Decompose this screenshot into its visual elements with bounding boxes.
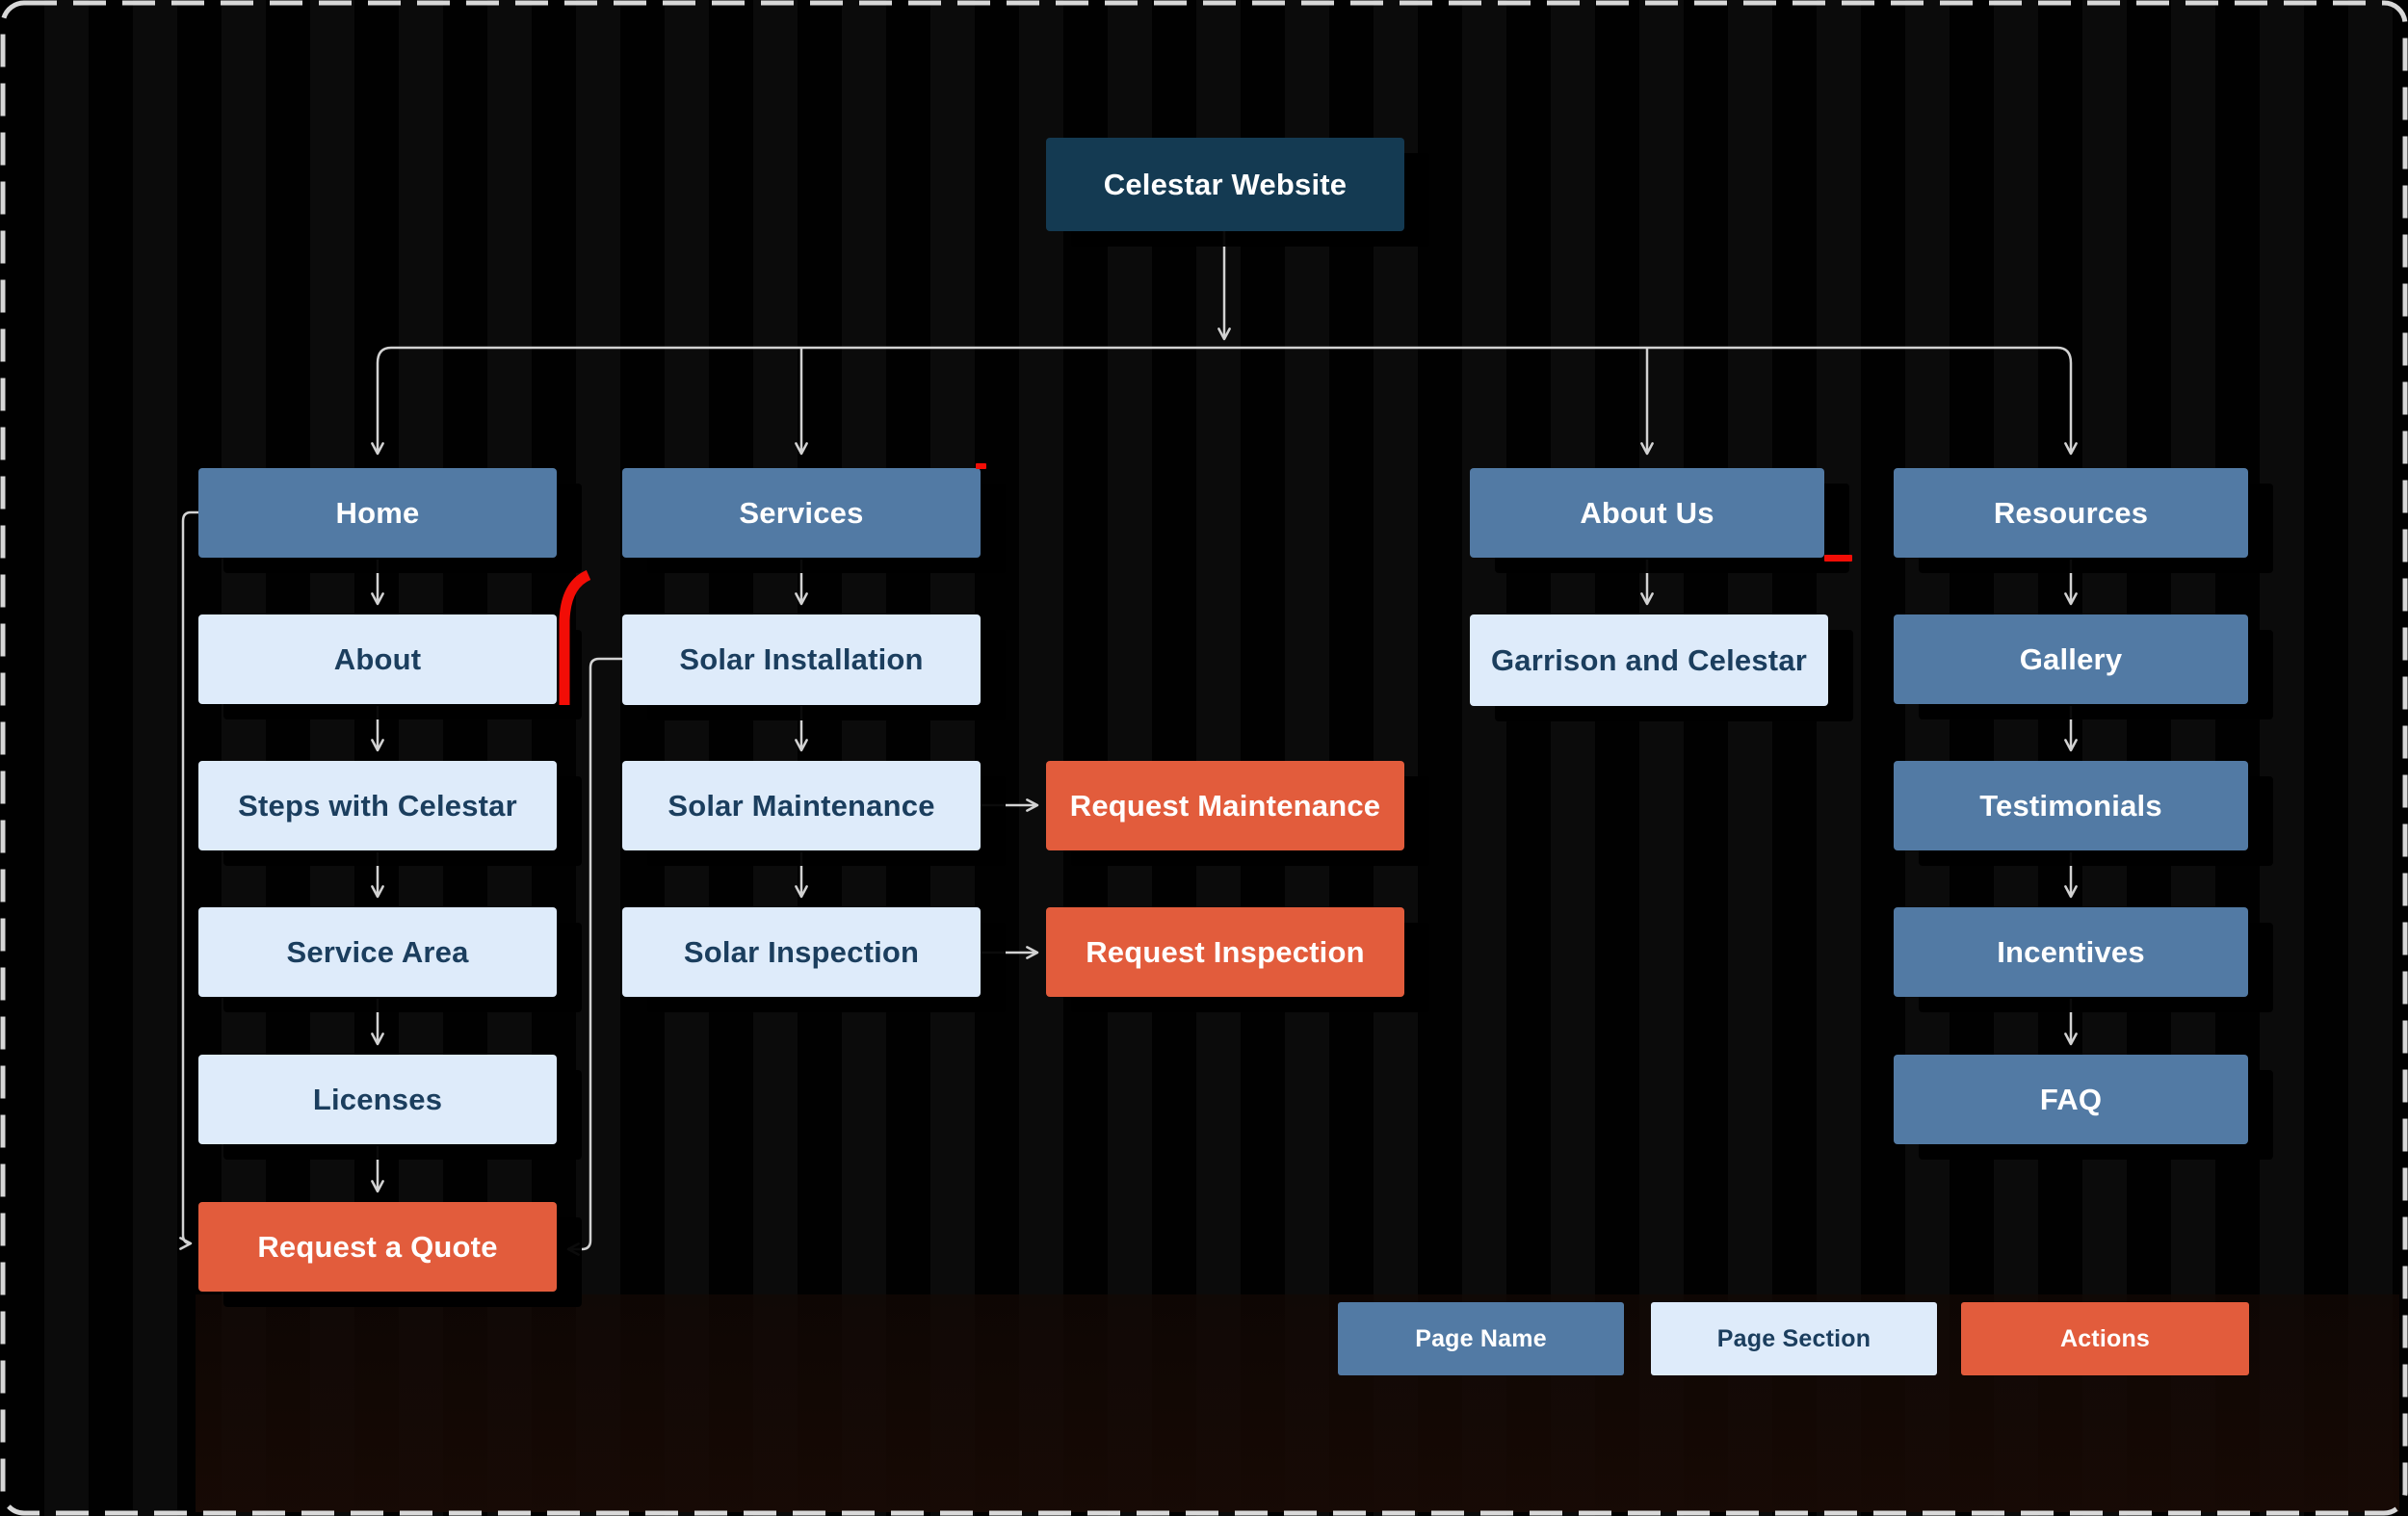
edge-solarinstallation-requestquote-loop: [566, 657, 622, 1256]
node-home[interactable]: Home: [198, 468, 557, 558]
legend-page-name[interactable]: Page Name: [1338, 1302, 1624, 1375]
legend-actions[interactable]: Actions: [1961, 1302, 2249, 1375]
node-gallery[interactable]: Gallery: [1894, 614, 2248, 704]
node-label: Resources: [1993, 495, 2149, 530]
node-label: Solar Maintenance: [667, 788, 935, 823]
node-label: Request Maintenance: [1069, 788, 1381, 823]
node-label: About Us: [1580, 495, 1714, 530]
node-label: FAQ: [2039, 1082, 2103, 1116]
node-label: Service Area: [286, 934, 469, 969]
node-garrison-and-celestar[interactable]: Garrison and Celestar: [1470, 614, 1828, 706]
node-label: Licenses: [312, 1082, 443, 1116]
edge-root-bar: [376, 346, 2073, 364]
node-label: Incentives: [1997, 934, 2145, 969]
legend-label: Page Section: [1716, 1324, 1871, 1352]
node-label: Celestar Website: [1103, 167, 1348, 201]
node-label: Steps with Celestar: [238, 788, 517, 823]
node-label: Gallery: [2019, 641, 2123, 676]
node-about-us[interactable]: About Us: [1470, 468, 1824, 558]
legend-page-section[interactable]: Page Section: [1651, 1302, 1937, 1375]
node-service-area[interactable]: Service Area: [198, 907, 557, 997]
node-request-a-quote[interactable]: Request a Quote: [198, 1202, 557, 1292]
node-incentives[interactable]: Incentives: [1894, 907, 2248, 997]
node-solar-inspection[interactable]: Solar Inspection: [622, 907, 981, 997]
node-celestar-website[interactable]: Celestar Website: [1046, 138, 1404, 231]
edge-home-requestquote-loop: [179, 510, 198, 1250]
node-solar-maintenance[interactable]: Solar Maintenance: [622, 761, 981, 850]
node-label: Garrison and Celestar: [1490, 642, 1808, 677]
node-licenses[interactable]: Licenses: [198, 1055, 557, 1144]
node-label: Solar Installation: [679, 642, 924, 676]
node-faq[interactable]: FAQ: [1894, 1055, 2248, 1144]
node-label: Home: [335, 495, 420, 530]
node-label: Request Inspection: [1086, 934, 1365, 969]
legend-label: Page Name: [1415, 1324, 1547, 1352]
node-testimonials[interactable]: Testimonials: [1894, 761, 2248, 850]
node-label: About: [333, 641, 422, 676]
node-request-inspection[interactable]: Request Inspection: [1046, 907, 1404, 997]
node-solar-installation[interactable]: Solar Installation: [622, 614, 981, 705]
node-label: Request a Quote: [257, 1229, 498, 1264]
node-about[interactable]: About: [198, 614, 557, 704]
node-label: Services: [739, 495, 864, 530]
node-resources[interactable]: Resources: [1894, 468, 2248, 558]
node-steps-with-celestar[interactable]: Steps with Celestar: [198, 761, 557, 850]
node-services[interactable]: Services: [622, 468, 981, 558]
node-label: Solar Inspection: [683, 934, 920, 969]
node-request-maintenance[interactable]: Request Maintenance: [1046, 761, 1404, 850]
legend-label: Actions: [2059, 1324, 2151, 1352]
node-label: Testimonials: [1979, 788, 2162, 823]
